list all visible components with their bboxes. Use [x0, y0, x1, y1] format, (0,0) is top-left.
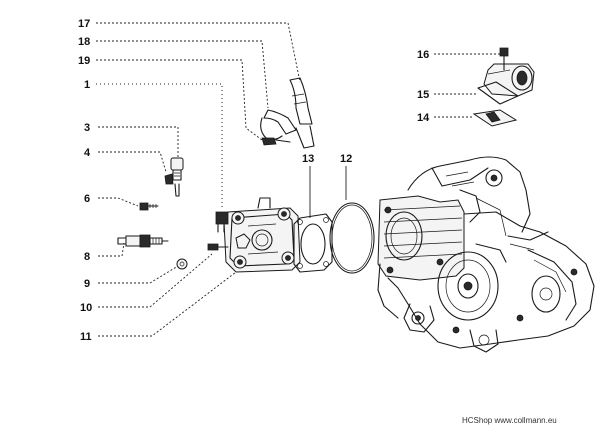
- bleed-screw-19: [261, 137, 291, 146]
- callout-6[interactable]: 6: [84, 193, 90, 205]
- callout-15[interactable]: 15: [417, 89, 429, 101]
- washer-10: [207, 243, 229, 251]
- callout-4[interactable]: 4: [84, 147, 91, 159]
- leader-11: [98, 265, 245, 337]
- cylinder-head-1: [223, 197, 301, 273]
- leader-10: [98, 253, 213, 308]
- callout-18[interactable]: 18: [78, 36, 90, 48]
- head-nut-11: [235, 233, 251, 249]
- callout-8[interactable]: 8: [84, 251, 90, 263]
- callout-9[interactable]: 9: [84, 278, 90, 290]
- leader-lines: [96, 22, 500, 337]
- reed-valve-14: [472, 109, 518, 127]
- screw-6: [139, 202, 159, 211]
- leader-8: [98, 242, 125, 257]
- leader-6: [98, 197, 139, 207]
- leader-9: [98, 265, 179, 284]
- callout-16[interactable]: 16: [417, 49, 429, 61]
- bolt-16: [499, 47, 509, 71]
- callout-12[interactable]: 12: [340, 153, 352, 165]
- callout-11[interactable]: 11: [80, 331, 92, 343]
- callout-19[interactable]: 19: [78, 55, 90, 67]
- leader-17: [96, 22, 301, 83]
- callout-13[interactable]: 13: [302, 153, 314, 165]
- callout-1[interactable]: 1: [84, 79, 90, 91]
- watermark-text: HCShop www.collmann.eu: [462, 416, 557, 425]
- leader-4: [98, 151, 167, 173]
- callout-3[interactable]: 3: [84, 122, 90, 134]
- hose-clip-18: [260, 117, 283, 141]
- leader-1: [96, 83, 223, 210]
- intake-manifold-15: [477, 63, 535, 105]
- leader-19: [96, 59, 263, 141]
- callout-14[interactable]: 14: [417, 112, 430, 124]
- leader-3: [98, 126, 179, 158]
- coolant-hose-17: [263, 77, 315, 149]
- leader-18: [96, 40, 269, 109]
- engine-crankcase: [377, 156, 595, 353]
- temperature-sensor-3-4: [164, 157, 184, 197]
- spark-plug-8: [117, 234, 169, 248]
- head-studs-1: [215, 211, 229, 233]
- o-ring-12: [329, 202, 375, 274]
- callout-17[interactable]: 17: [78, 18, 90, 30]
- callout-10[interactable]: 10: [80, 302, 92, 314]
- head-gasket-13: [293, 213, 333, 273]
- nut-9: [176, 258, 188, 270]
